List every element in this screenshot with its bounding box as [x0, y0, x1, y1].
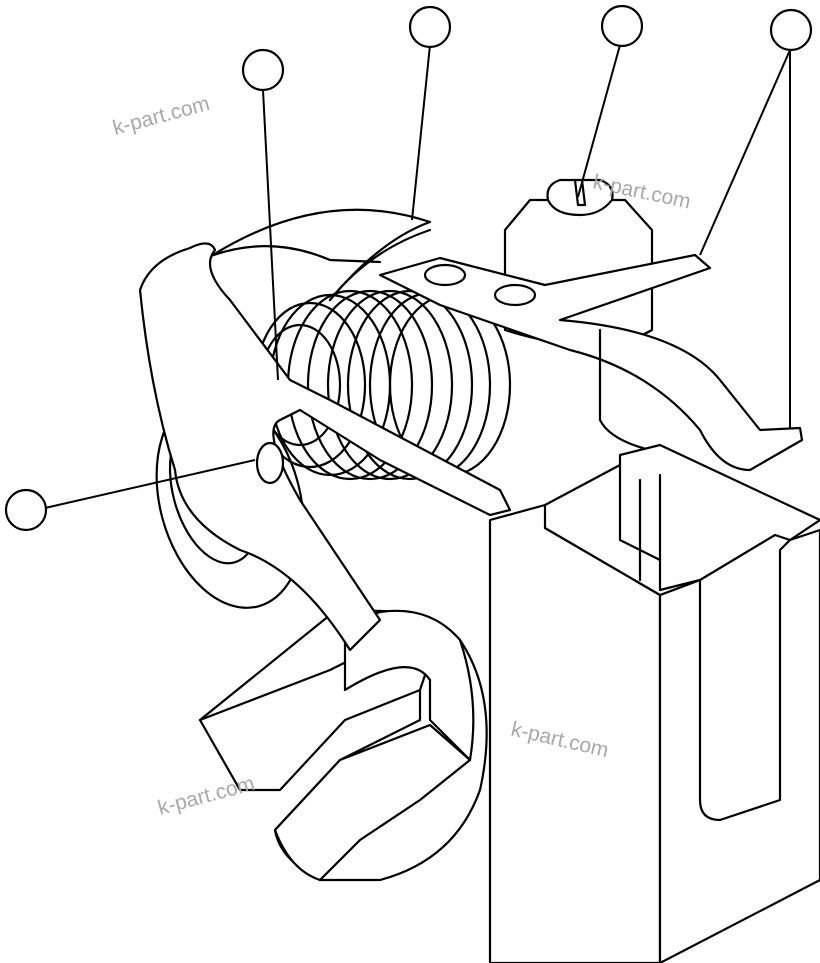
callout-circle-2[interactable] [241, 48, 285, 92]
callout-circle-3[interactable] [408, 5, 452, 49]
contact-spring-strip [378, 253, 804, 472]
callout-circle-5[interactable] [769, 8, 813, 52]
pivot-arm [138, 242, 512, 652]
leader-line-4 [577, 44, 621, 198]
callout-circle-4[interactable] [600, 4, 644, 48]
callout-circle-1[interactable] [4, 488, 48, 532]
leader-line-5a [699, 49, 791, 256]
callouts [4, 4, 813, 532]
watermark-4: k-part.com [155, 772, 257, 820]
terminal-lug [198, 609, 488, 882]
torsion-spring [188, 208, 512, 481]
leader-line-3 [411, 44, 431, 221]
channel-bracket [488, 443, 820, 963]
watermark-1: k-part.com [110, 92, 212, 140]
leader-line-1 [44, 459, 256, 509]
leader-lines [44, 44, 791, 509]
leader-line-2 [262, 89, 279, 381]
